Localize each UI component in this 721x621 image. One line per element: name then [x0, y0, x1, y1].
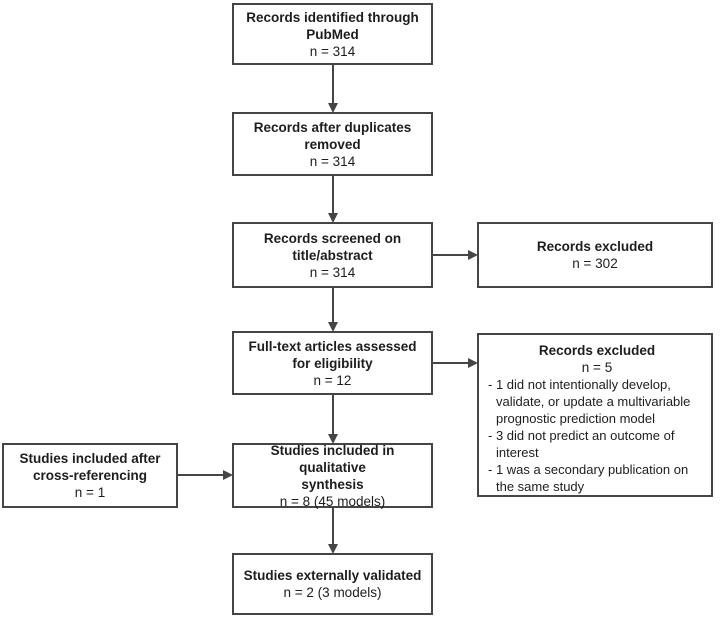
- box-duplicates-removed: Records after duplicates removed n = 314: [232, 112, 433, 176]
- box-count: n = 302: [572, 256, 618, 271]
- box-title: Records excluded: [536, 239, 654, 254]
- arrow-screened-to-excluded: [433, 254, 468, 256]
- box-title: Studies externally validated: [243, 568, 422, 583]
- box-qualitative-synthesis: Studies included in qualitative synthesi…: [232, 442, 433, 509]
- arrow-identified-to-duplicates: [332, 65, 334, 103]
- exclusion-reason: - 1 did not intentionally develop, valid…: [488, 377, 691, 426]
- box-title: Records identified through PubMed: [246, 9, 419, 42]
- arrow-fulltext-to-excluded: [433, 362, 468, 364]
- arrow-fulltext-to-qualitative: [332, 395, 334, 434]
- arrow-qualitative-to-validated: [332, 508, 334, 544]
- box-title: Records excluded: [538, 343, 656, 358]
- box-externally-validated: Studies externally validated n = 2 (3 mo…: [232, 553, 433, 615]
- exclusion-reason: - 1 was a secondary publication on the s…: [488, 462, 689, 494]
- box-count: n = 12: [313, 372, 352, 388]
- exclusion-reason: - 3 did not predict an outcome of intere…: [488, 428, 675, 460]
- box-title: Studies included in qualitative synthesi…: [270, 442, 395, 492]
- arrow-duplicates-to-screened: [332, 176, 334, 213]
- box-count: n = 314: [309, 264, 356, 280]
- box-count: n = 1: [74, 485, 106, 500]
- box-count: n = 314: [309, 43, 356, 59]
- box-title: Records after duplicates removed: [253, 119, 412, 152]
- box-title: Studies included after cross-referencing: [19, 451, 161, 483]
- box-count: n = 8 (45 models): [279, 493, 386, 509]
- box-count: n = 5: [581, 360, 613, 375]
- box-records-excluded-screening: Records excluded n = 302: [477, 222, 713, 288]
- box-count: n = 2 (3 models): [283, 585, 382, 600]
- arrow-crossref-to-qualitative: [178, 474, 223, 476]
- box-fulltext-assessed: Full-text articles assessed for eligibil…: [232, 331, 433, 395]
- box-title: Full-text articles assessed for eligibil…: [248, 338, 417, 371]
- box-records-excluded-fulltext: Records excluded n = 5 - 1 did not inten…: [477, 333, 713, 497]
- box-count: n = 314: [309, 153, 356, 169]
- arrow-screened-to-fulltext: [332, 288, 334, 322]
- box-title: Records screened on title/abstract: [263, 230, 402, 263]
- box-records-identified: Records identified through PubMed n = 31…: [232, 3, 433, 65]
- box-records-screened: Records screened on title/abstract n = 3…: [232, 222, 433, 288]
- box-cross-referencing: Studies included after cross-referencing…: [2, 443, 178, 508]
